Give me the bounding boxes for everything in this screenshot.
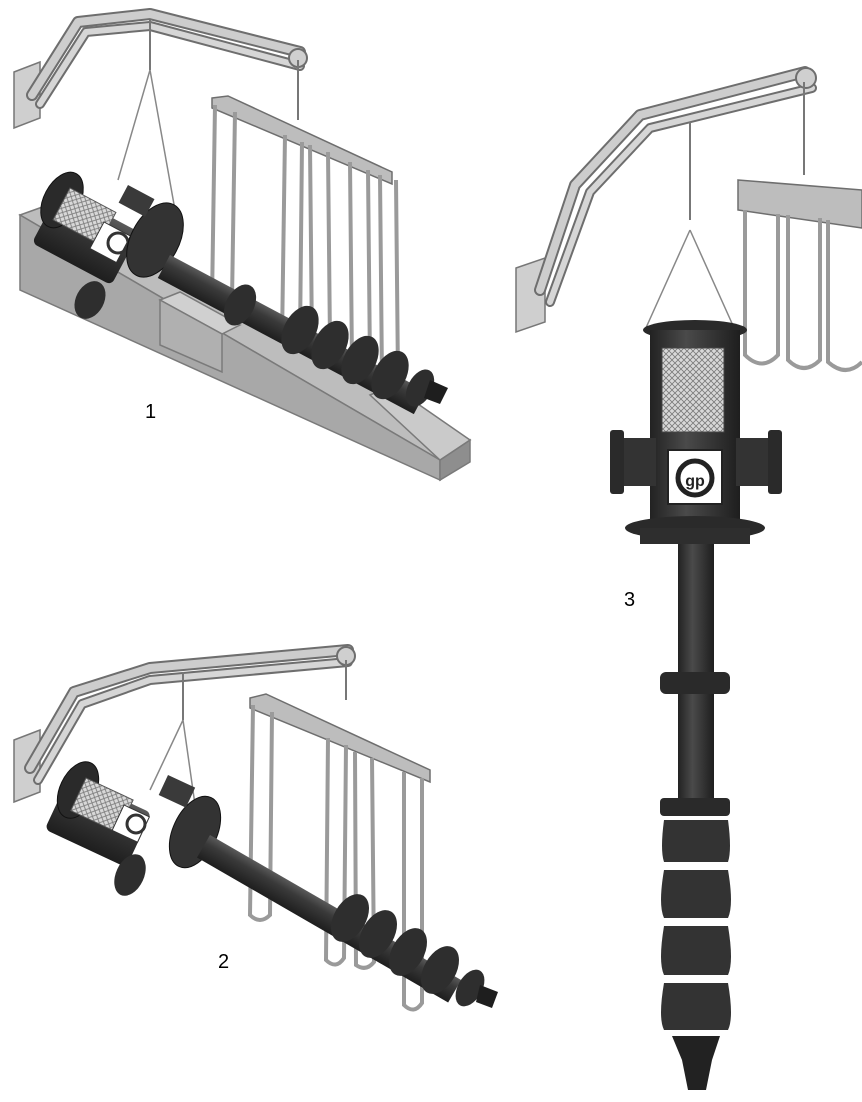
logo-icon <box>111 804 151 843</box>
slings <box>743 210 862 372</box>
step-label: 2 <box>218 951 229 973</box>
wall-plate <box>515 256 546 334</box>
crane-arm <box>24 644 356 785</box>
step-2-scene: 2 <box>13 644 498 1012</box>
step-1-scene: 1 <box>13 8 472 482</box>
logo-icon <box>89 221 132 264</box>
pump-unit: gp <box>610 320 782 1090</box>
lifting-chain <box>644 229 736 331</box>
svg-text:gp: gp <box>685 473 705 490</box>
lifting-beam <box>249 693 431 784</box>
crane-arm <box>534 66 817 307</box>
step-3-scene: gp 3 <box>515 66 862 1090</box>
step-label: 1 <box>145 401 156 423</box>
slings <box>247 704 424 1012</box>
crane-arm <box>26 8 308 109</box>
pump-unit <box>46 761 498 1008</box>
step-label: 3 <box>624 589 635 611</box>
pump-unit <box>33 171 448 415</box>
lifting-chain <box>117 69 176 211</box>
lifting-beam <box>737 179 862 229</box>
logo-icon: gp <box>667 449 723 505</box>
lifting-beam <box>211 95 393 186</box>
